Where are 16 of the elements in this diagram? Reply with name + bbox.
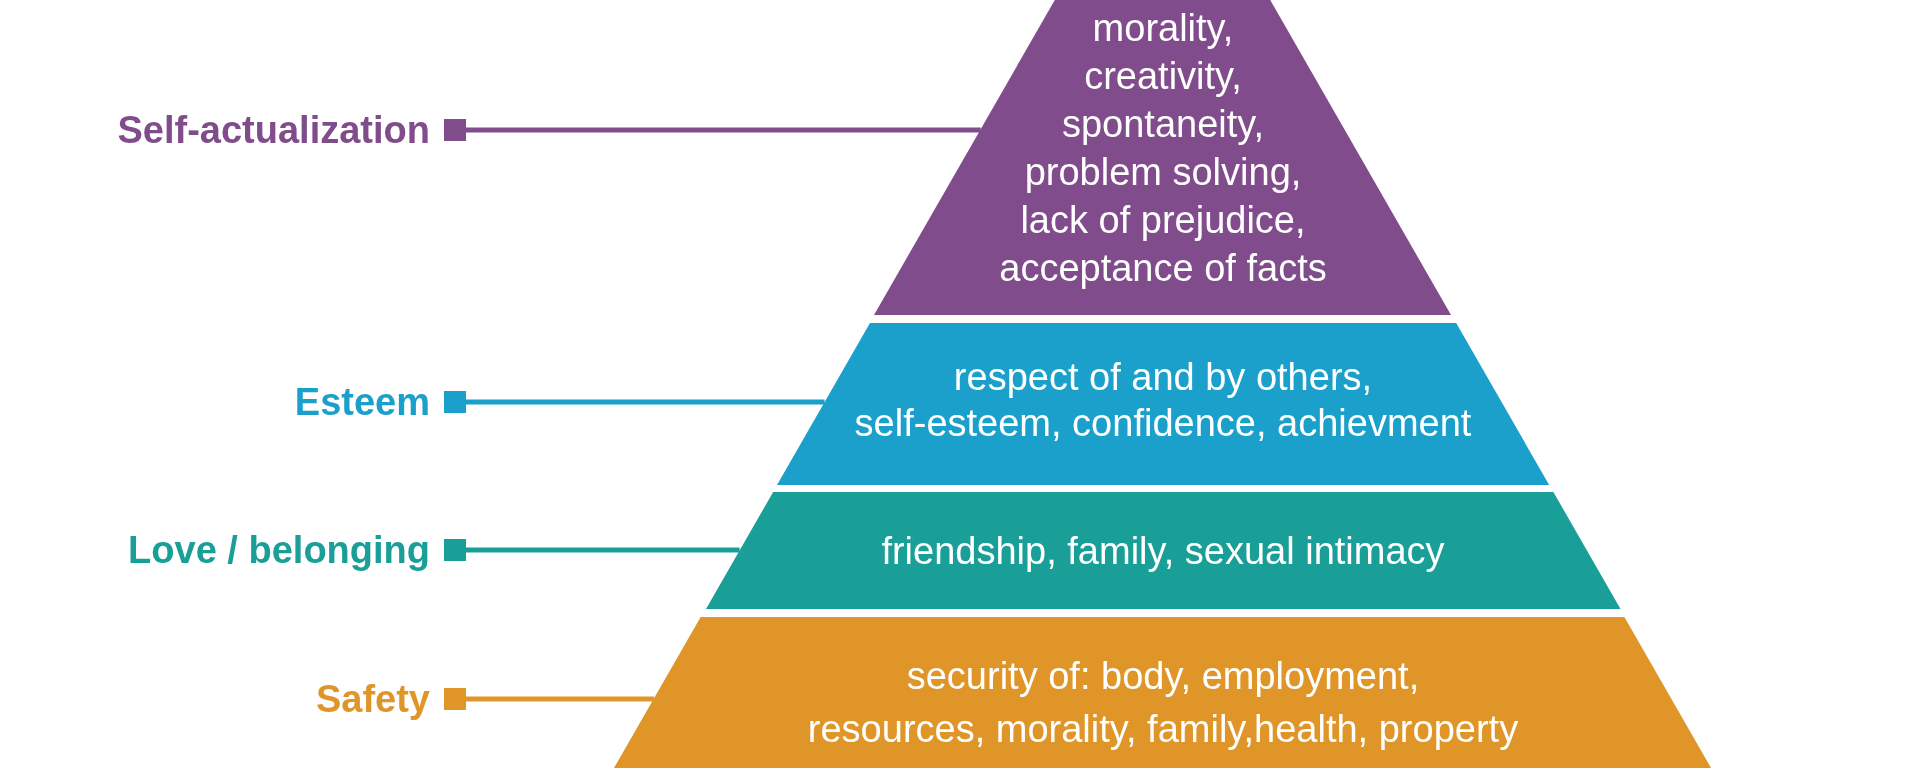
pyramid-tier [705,492,1621,609]
tier-description: respect of and by others, self-esteem, confidence, achievment [854,355,1472,446]
pyramid-tier [776,323,1550,485]
tier-label: Love / belonging [128,528,444,572]
leader-line [444,119,981,141]
tier-description: morality, creativity, spontaneity, problem solving, lack of prejudice, acceptance of facts [999,6,1327,291]
tier-description: friendship, family, sexual intimacy [881,529,1445,574]
leader-line [444,391,825,413]
tier-description: security of: body, employment, resources, morality, family,health, property [807,654,1519,752]
tier-label: Esteem [294,380,444,424]
leader-line [444,539,740,561]
tier-label: Self-actualization [117,108,444,152]
leader-line [444,688,655,710]
pyramid-tier [614,617,1712,768]
pyramid-tier [874,0,1452,315]
tier-label: Safety [315,677,444,721]
